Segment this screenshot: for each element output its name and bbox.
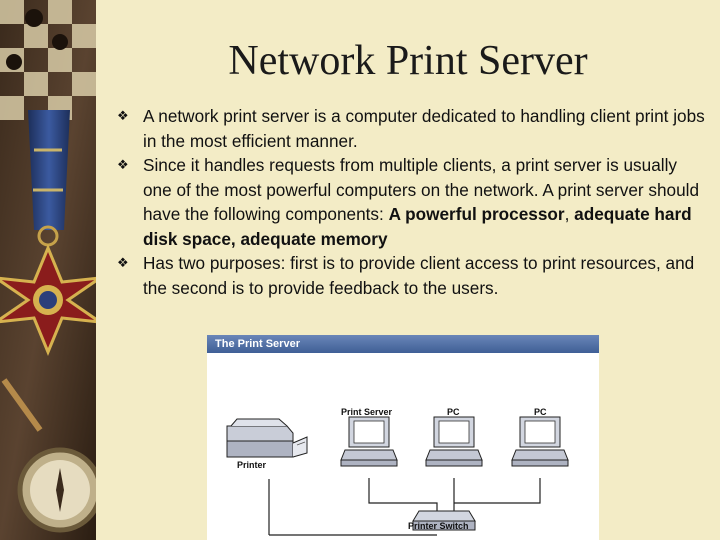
diamond-bullet-icon: ❖: [117, 157, 129, 172]
diamond-bullet-icon: ❖: [117, 255, 129, 270]
print-server-label: Print Server: [341, 407, 393, 417]
bullet-item: ❖ Since it handles requests from multipl…: [113, 153, 708, 251]
decorative-medal-image: [0, 0, 96, 540]
printer-switch-icon: [412, 510, 476, 531]
figure-title: The Print Server: [215, 338, 300, 350]
bullet-item: ❖ Has two purposes: first is to provide …: [113, 251, 708, 300]
printer-switch-label: Printer Switch: [408, 521, 469, 531]
pc-label: PC: [534, 407, 547, 417]
slide-title: Network Print Server: [228, 38, 588, 84]
bullet-bold-text: A powerful processor: [388, 204, 565, 224]
pc-icon: [425, 416, 483, 467]
printer-label: Printer: [237, 460, 267, 470]
network-cables: [268, 478, 541, 536]
network-diagram: [226, 416, 569, 536]
print-server-computer-icon: [340, 416, 398, 467]
bullet-item: ❖ A network print server is a computer d…: [113, 104, 708, 153]
pc-label: PC: [447, 407, 460, 417]
bullet-list: ❖ A network print server is a computer d…: [113, 104, 708, 300]
bullet-text: A network print server is a computer ded…: [143, 106, 705, 151]
bullet-text: Since it handles requests from multiple …: [143, 155, 700, 224]
pc-icon: [511, 416, 569, 467]
printer-icon: [226, 418, 308, 458]
figure-header: The Print Server: [207, 335, 599, 353]
bullet-separator: ,: [564, 204, 575, 224]
print-server-figure: The Print Server: [207, 335, 599, 540]
bullet-bold-text: adequate hard disk space, adequate memor…: [143, 204, 692, 249]
diamond-bullet-icon: ❖: [117, 108, 129, 123]
bullet-text: Has two purposes: first is to provide cl…: [143, 253, 695, 298]
